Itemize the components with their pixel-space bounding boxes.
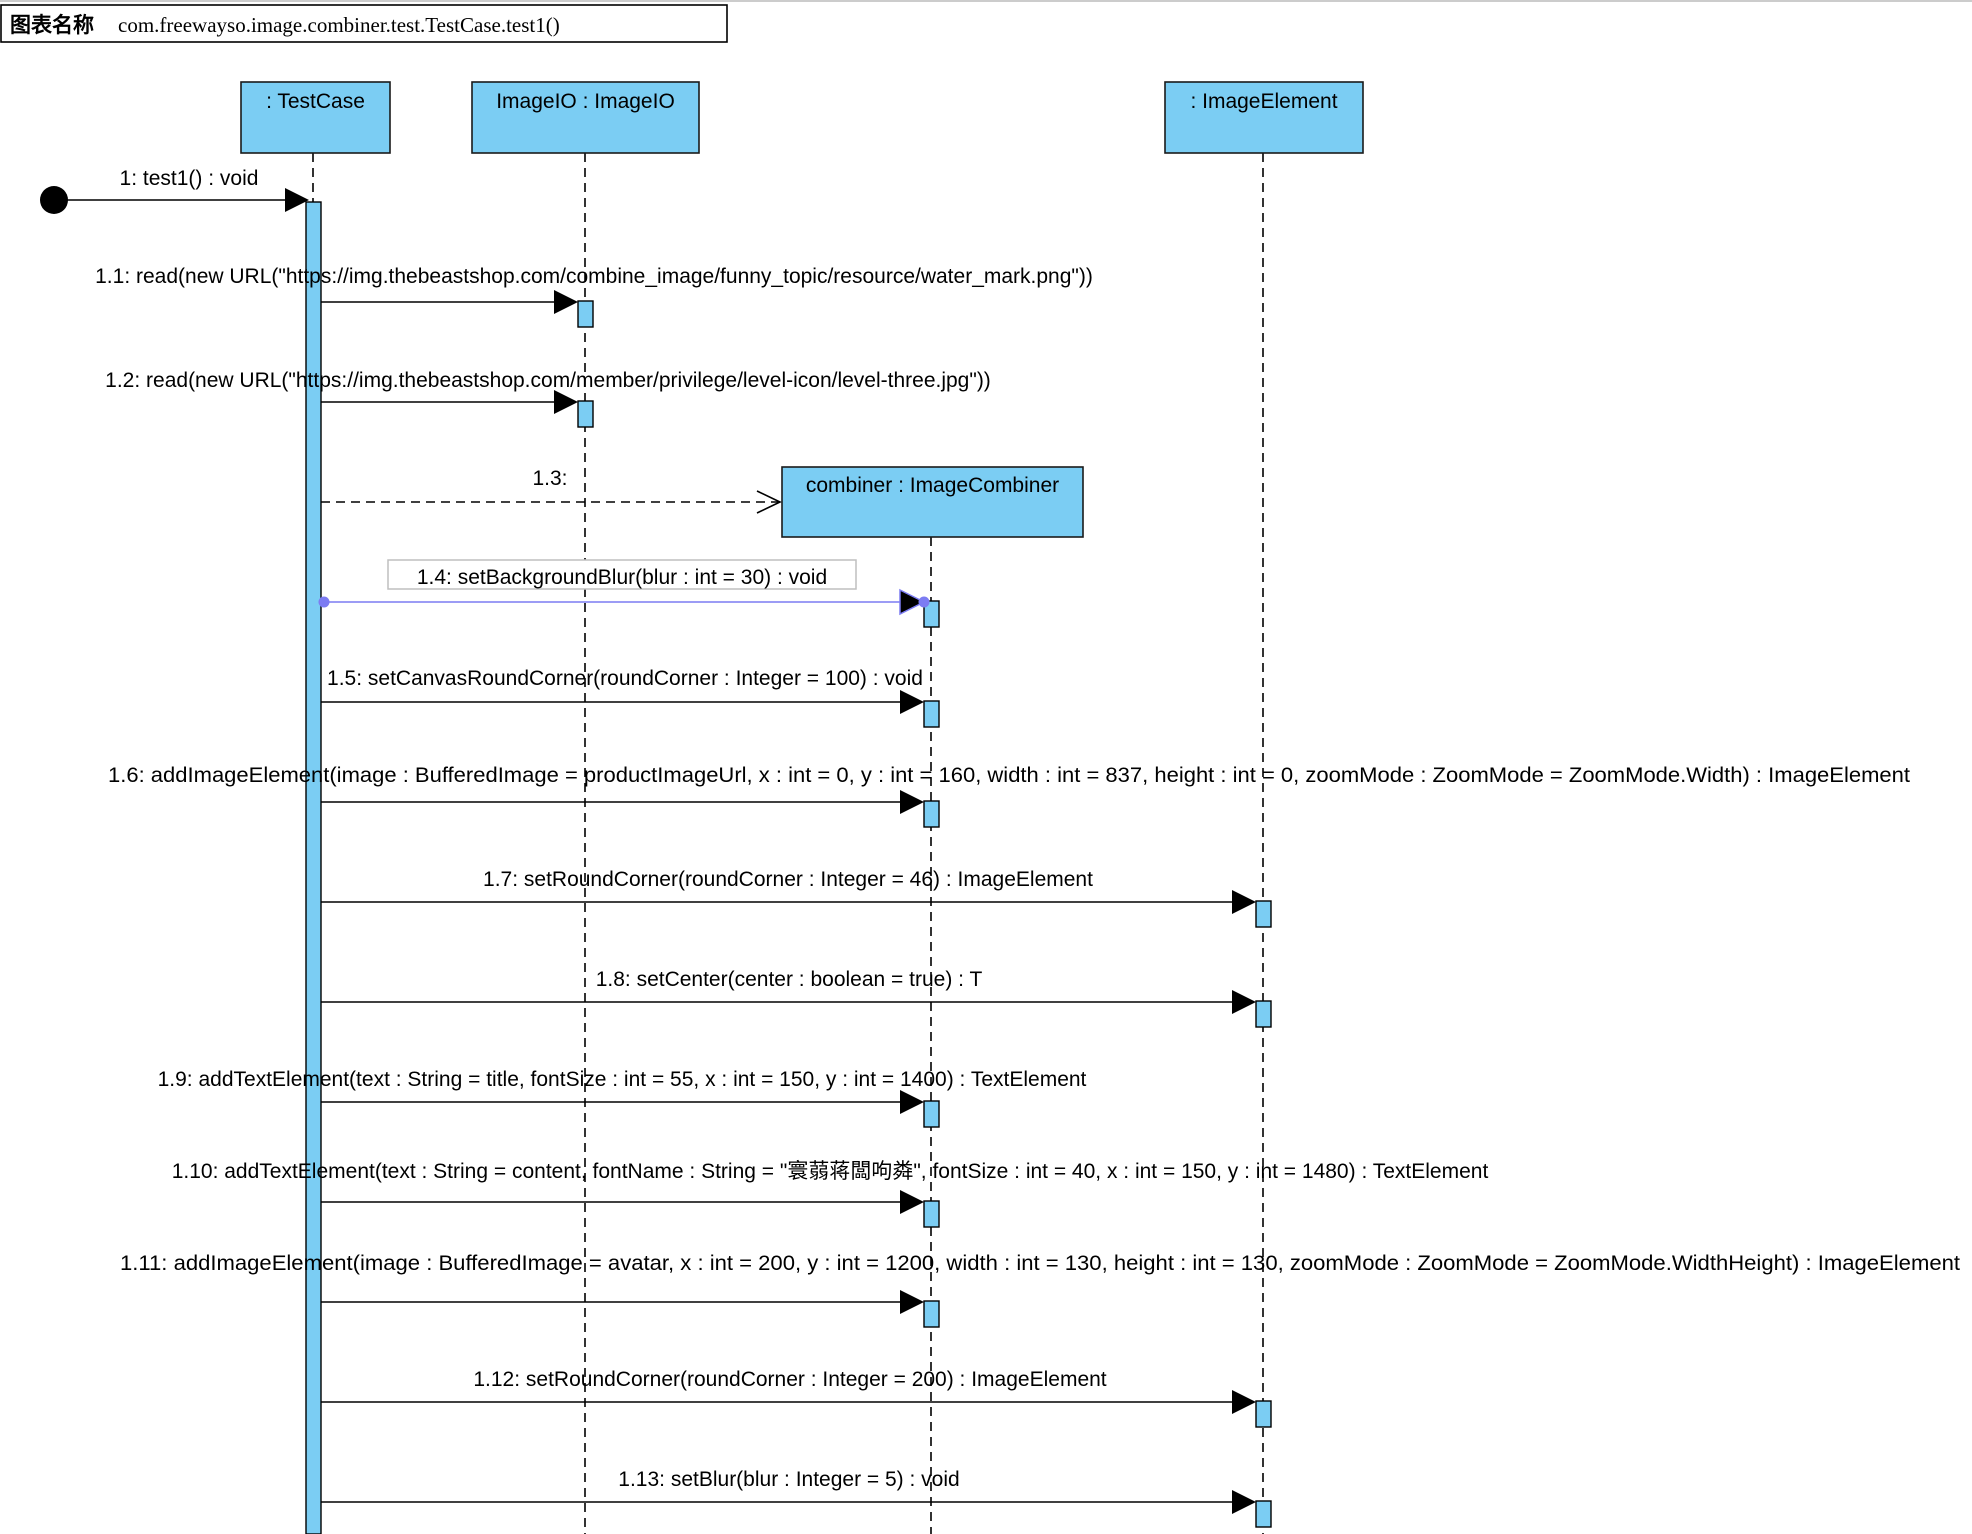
message-1-8[interactable]: 1.8: setCenter(center : boolean = true) … xyxy=(321,968,1256,1014)
activation-imageelement-1[interactable] xyxy=(1255,900,1272,928)
message-1-9-arrowhead-icon xyxy=(900,1090,924,1114)
activation-imageio-1[interactable] xyxy=(577,300,594,328)
message-1-4-label-frame xyxy=(387,559,857,590)
object-imageelement-label: : ImageElement xyxy=(1190,90,1337,113)
activation-imageelement-4[interactable] xyxy=(1255,1500,1272,1528)
message-1-10[interactable]: 1.10: addTextElement(text : String = con… xyxy=(172,1160,1489,1214)
message-1-3-label: 1.3: xyxy=(532,467,567,490)
message-1-13-arrowhead-icon xyxy=(1232,1490,1256,1514)
object-imageelement[interactable]: : ImageElement xyxy=(1164,81,1364,154)
message-1-4[interactable]: 1.4: setBackgroundBlur(blur : int = 30) … xyxy=(318,559,930,616)
activation-imageio-2[interactable] xyxy=(577,400,594,428)
activation-testcase[interactable] xyxy=(305,201,322,1534)
message-1-7-label: 1.7: setRoundCorner(roundCorner : Intege… xyxy=(483,868,1093,891)
message-1-12-label: 1.12: setRoundCorner(roundCorner : Integ… xyxy=(473,1368,1106,1391)
object-combiner[interactable]: combiner : ImageCombiner xyxy=(781,466,1084,538)
message-1-1[interactable]: 1.1: read(new URL("https://img.thebeasts… xyxy=(95,265,1093,314)
message-1-11[interactable]: 1.11: addImageElement(image : BufferedIm… xyxy=(120,1252,1960,1314)
selection-handle-end-icon[interactable] xyxy=(918,596,930,608)
message-1-7-arrowhead-icon xyxy=(1232,890,1256,914)
message-1-11-label: 1.11: addImageElement(image : BufferedIm… xyxy=(120,1252,1960,1275)
activation-combiner-6[interactable] xyxy=(923,1300,940,1328)
message-1-2-arrowhead-icon xyxy=(554,390,578,414)
object-testcase-label: : TestCase xyxy=(266,90,365,113)
message-1-9-label: 1.9: addTextElement(text : String = titl… xyxy=(158,1068,1087,1091)
message-1-arrowhead-icon xyxy=(285,188,309,212)
activation-combiner-4[interactable] xyxy=(923,1100,940,1128)
object-imageio-box xyxy=(471,81,700,154)
message-1[interactable]: 1: test1() : void xyxy=(40,167,309,214)
message-1-10-label: 1.10: addTextElement(text : String = con… xyxy=(172,1160,1489,1183)
object-imageelement-box xyxy=(1164,81,1364,154)
object-combiner-box xyxy=(781,466,1084,538)
message-1-2[interactable]: 1.2: read(new URL("https://img.thebeasts… xyxy=(105,369,991,414)
message-1-6-arrowhead-icon xyxy=(900,790,924,814)
message-1-2-label: 1.2: read(new URL("https://img.thebeasts… xyxy=(105,369,991,392)
message-1-7[interactable]: 1.7: setRoundCorner(roundCorner : Intege… xyxy=(321,868,1256,914)
message-1-12[interactable]: 1.12: setRoundCorner(roundCorner : Integ… xyxy=(321,1368,1256,1414)
activation-imageelement-3[interactable] xyxy=(1255,1400,1272,1428)
message-1-8-arrowhead-icon xyxy=(1232,990,1256,1014)
activation-imageelement-2[interactable] xyxy=(1255,1000,1272,1028)
message-1-4-label: 1.4: setBackgroundBlur(blur : int = 30) … xyxy=(417,566,827,589)
message-1-6-label: 1.6: addImageElement(image : BufferedIma… xyxy=(108,764,1910,787)
message-1-5[interactable]: 1.5: setCanvasRoundCorner(roundCorner : … xyxy=(321,667,924,714)
message-1-8-label: 1.8: setCenter(center : boolean = true) … xyxy=(596,968,983,991)
diagram-name-frame xyxy=(0,4,728,43)
activation-combiner-5[interactable] xyxy=(923,1200,940,1228)
selection-handle-start-icon[interactable] xyxy=(318,596,330,608)
message-1-11-arrowhead-icon xyxy=(900,1290,924,1314)
diagram-name-label: 图表名称 xyxy=(10,13,94,37)
object-imageio-label: ImageIO : ImageIO xyxy=(496,90,675,113)
message-1-1-arrowhead-icon xyxy=(554,290,578,314)
message-1-12-arrowhead-icon xyxy=(1232,1390,1256,1414)
diagram-name-header[interactable]: 图表名称 com.freewayso.image.combiner.test.T… xyxy=(0,4,728,43)
diagram-name-value: com.freewayso.image.combiner.test.TestCa… xyxy=(118,13,560,37)
object-imageio[interactable]: ImageIO : ImageIO xyxy=(471,81,700,154)
activation-combiner-1[interactable] xyxy=(923,600,940,628)
message-1-label: 1: test1() : void xyxy=(120,167,259,190)
message-1-5-arrowhead-icon xyxy=(900,690,924,714)
object-testcase[interactable]: : TestCase xyxy=(240,81,391,154)
object-testcase-box xyxy=(240,81,391,154)
message-1-4-arrowhead-icon xyxy=(899,588,926,616)
message-1-13[interactable]: 1.13: setBlur(blur : Integer = 5) : void xyxy=(321,1468,1256,1514)
activation-combiner-2[interactable] xyxy=(923,700,940,728)
message-1-3[interactable]: 1.3: xyxy=(321,467,782,514)
message-1-10-arrowhead-icon xyxy=(900,1190,924,1214)
message-1-6[interactable]: 1.6: addImageElement(image : BufferedIma… xyxy=(108,764,1910,814)
message-1-5-label: 1.5: setCanvasRoundCorner(roundCorner : … xyxy=(327,667,923,690)
message-1-3-open-arrowhead-icon xyxy=(756,490,782,514)
object-combiner-label: combiner : ImageCombiner xyxy=(806,474,1059,497)
message-1-1-label: 1.1: read(new URL("https://img.thebeasts… xyxy=(95,265,1093,288)
message-1-9[interactable]: 1.9: addTextElement(text : String = titl… xyxy=(158,1068,1087,1114)
activation-combiner-3[interactable] xyxy=(923,800,940,828)
message-1-13-label: 1.13: setBlur(blur : Integer = 5) : void xyxy=(618,1468,959,1491)
